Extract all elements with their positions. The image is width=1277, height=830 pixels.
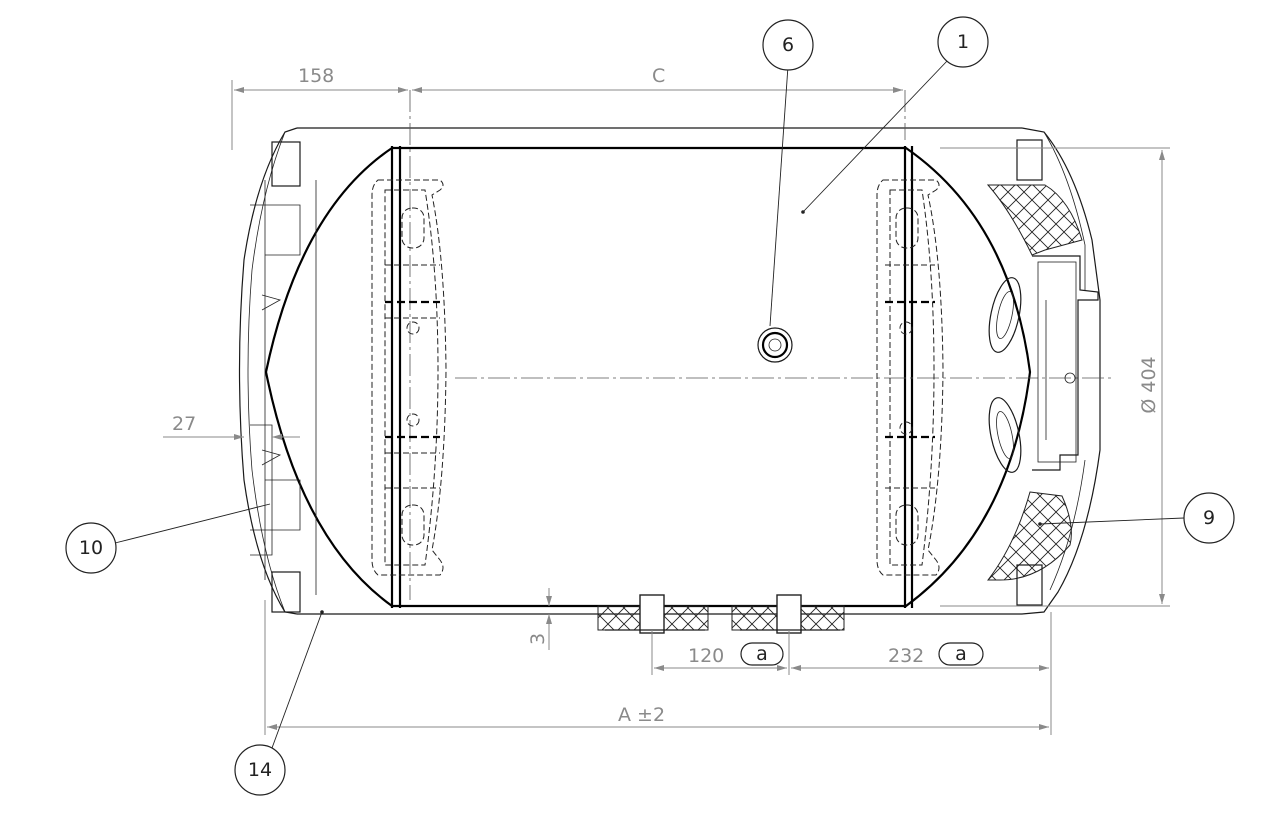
- tank-body: [264, 146, 1032, 608]
- dimension-end-gap: 27: [163, 413, 300, 440]
- dim-232-tag: a: [955, 643, 967, 665]
- dim-27-label: 27: [172, 413, 196, 435]
- outer-casing: [238, 127, 1101, 615]
- dimension-diameter: Ø 404: [940, 147, 1170, 607]
- left-support-bracket: [371, 179, 447, 576]
- dim-diameter-label: Ø 404: [1138, 356, 1160, 413]
- svg-text:6: 6: [782, 34, 794, 56]
- balloon-9: 9: [1038, 492, 1235, 544]
- dim-120-tag: a: [756, 643, 768, 665]
- dimension-overall-length: A ±2: [264, 600, 1049, 735]
- dimension-pipe-spacing: 120 a: [651, 630, 790, 675]
- svg-text:10: 10: [79, 537, 103, 559]
- dimension-center-distance: C: [412, 65, 903, 93]
- dimension-pipe-offset: 232 a: [791, 612, 1052, 735]
- balloon-6: 6: [762, 19, 814, 327]
- balloon-10: 10: [65, 503, 271, 574]
- svg-text:14: 14: [248, 759, 272, 781]
- insulation-section: [986, 184, 1083, 581]
- right-end-internals: [988, 139, 1099, 606]
- right-support-bracket: [876, 179, 944, 576]
- svg-text:9: 9: [1203, 507, 1215, 529]
- dim-158-label: 158: [298, 65, 334, 87]
- dim-3-label: 3: [527, 633, 549, 645]
- left-end-internals: [250, 141, 301, 613]
- svg-text:1: 1: [957, 31, 969, 53]
- dim-c-label: C: [652, 65, 665, 87]
- dim-232-label: 232: [888, 645, 924, 667]
- balloon-1: 1: [801, 16, 989, 214]
- thermostat-fitting: [757, 327, 793, 363]
- balloon-14: 14: [234, 610, 324, 796]
- dimension-bottom-clearance: 3: [527, 588, 552, 650]
- dim-a-label: A ±2: [618, 704, 665, 726]
- dim-120-label: 120: [688, 645, 724, 667]
- pipe-connections: [597, 594, 845, 634]
- dimension-left-offset: 158: [231, 65, 408, 150]
